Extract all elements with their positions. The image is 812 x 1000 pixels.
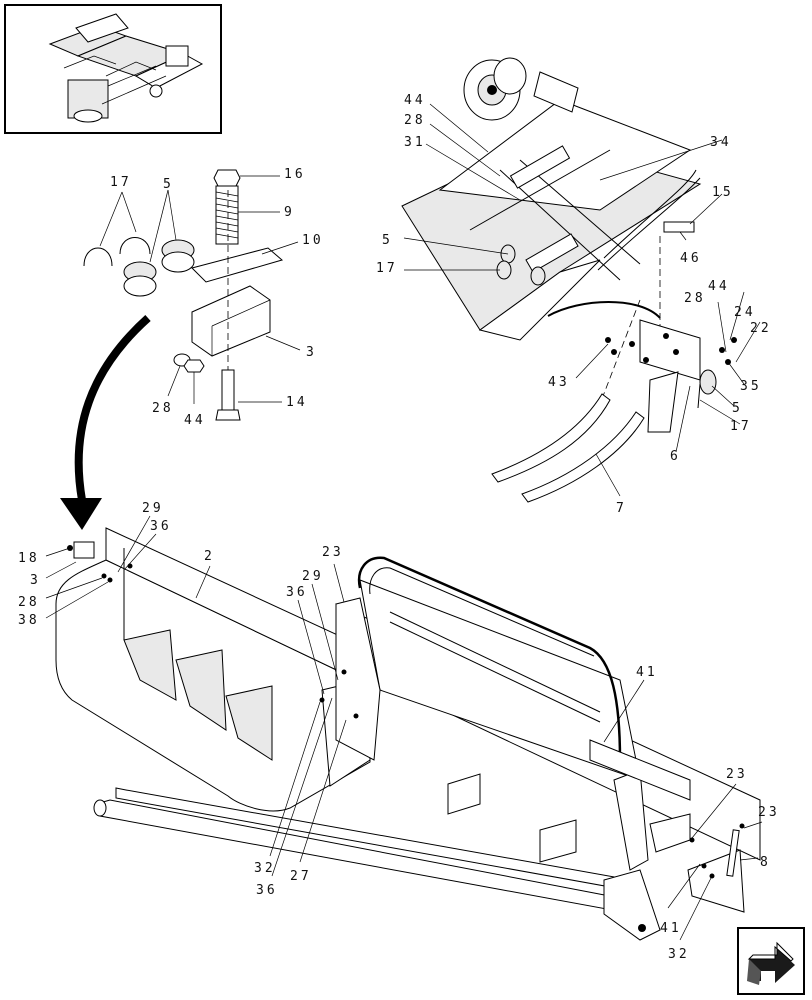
callout-24: 24 xyxy=(734,305,756,320)
callout-10: 10 xyxy=(302,233,324,248)
arrow-head xyxy=(60,498,102,530)
next-page-button[interactable] xyxy=(737,927,805,995)
callout-5: 5 xyxy=(163,177,174,192)
callout-28: 28 xyxy=(404,113,426,128)
u-bolt-part xyxy=(83,247,113,267)
callout-7: 7 xyxy=(616,501,627,516)
callout-38: 38 xyxy=(18,613,40,628)
spring-part xyxy=(215,185,239,245)
machine-overview-illustration xyxy=(48,13,204,123)
feeder-assembly-detail xyxy=(401,57,761,503)
callout-41: 41 xyxy=(636,665,658,680)
callout-28: 28 xyxy=(18,595,40,610)
nut-part xyxy=(213,169,241,187)
callout-28: 28 xyxy=(684,291,706,306)
callout-16: 16 xyxy=(284,167,306,182)
callout-36: 36 xyxy=(256,883,278,898)
callout-22: 22 xyxy=(750,321,772,336)
callout-32: 32 xyxy=(254,861,276,876)
callout-23: 23 xyxy=(758,805,780,820)
callout-29: 29 xyxy=(142,501,164,516)
pin-part xyxy=(663,221,695,233)
callout-17: 17 xyxy=(730,419,752,434)
next-page-arrow-icon xyxy=(747,941,795,985)
callout-41: 41 xyxy=(660,921,682,936)
callout-17: 17 xyxy=(376,261,398,276)
callout-14: 14 xyxy=(286,395,308,410)
callout-31: 31 xyxy=(404,135,426,150)
callout-46: 46 xyxy=(680,251,702,266)
callout-15: 15 xyxy=(712,185,734,200)
callout-28: 28 xyxy=(152,401,174,416)
callout-5: 5 xyxy=(382,233,393,248)
callout-23: 23 xyxy=(322,545,344,560)
callout-3: 3 xyxy=(30,573,41,588)
bolt-part xyxy=(221,369,235,411)
spring-bracket-detail xyxy=(83,169,301,421)
bracket-part xyxy=(191,285,271,357)
plate-part xyxy=(191,247,284,283)
callout-43: 43 xyxy=(548,375,570,390)
overview-thumbnail xyxy=(4,4,222,134)
callout-17: 17 xyxy=(110,175,132,190)
callout-36: 36 xyxy=(286,585,308,600)
tine-part xyxy=(521,411,645,503)
main-frame-assembly xyxy=(45,515,763,941)
callout-35: 35 xyxy=(740,379,762,394)
callout-44: 44 xyxy=(184,413,206,428)
callout-8: 8 xyxy=(760,855,771,870)
callout-29: 29 xyxy=(302,569,324,584)
callout-5: 5 xyxy=(732,401,743,416)
callout-2: 2 xyxy=(204,549,215,564)
callout-labels: 17 5 16 9 10 3 28 44 14 44 28 31 34 15 5… xyxy=(18,93,780,962)
callout-6: 6 xyxy=(670,449,681,464)
curved-arrow xyxy=(74,315,151,501)
callout-34: 34 xyxy=(710,135,732,150)
callout-27: 27 xyxy=(290,869,312,884)
callout-44: 44 xyxy=(404,93,426,108)
callout-3: 3 xyxy=(306,345,317,360)
tine-part xyxy=(491,393,611,483)
bracket-clip-part xyxy=(73,541,95,559)
callout-18: 18 xyxy=(18,551,40,566)
callout-23: 23 xyxy=(726,767,748,782)
callout-36: 36 xyxy=(150,519,172,534)
u-bolt-part xyxy=(119,237,151,255)
callout-44: 44 xyxy=(708,279,730,294)
callout-32: 32 xyxy=(668,947,690,962)
callout-9: 9 xyxy=(284,205,295,220)
nut-part xyxy=(183,359,205,373)
